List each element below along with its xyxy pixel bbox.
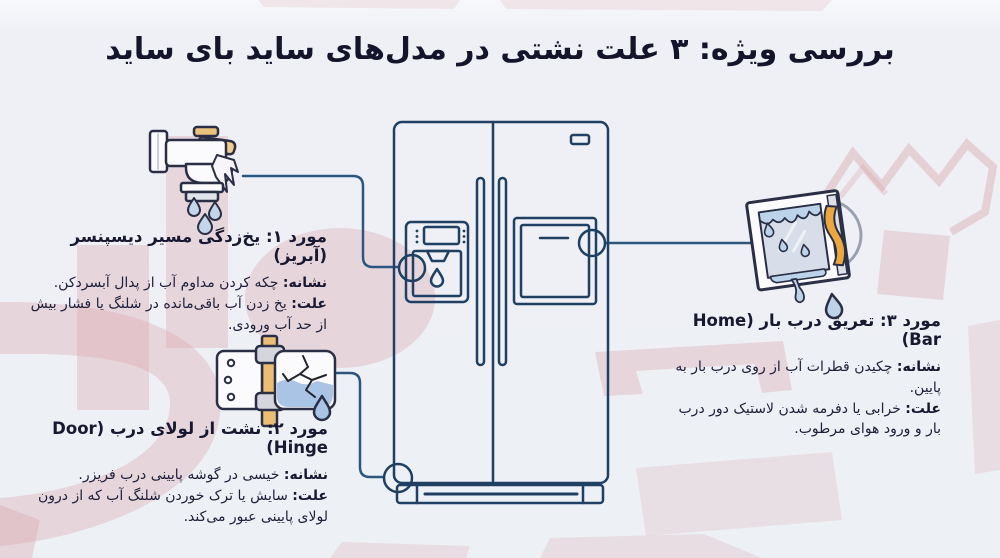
watermark-shape: [245, 228, 435, 368]
crack-lines: [282, 355, 327, 398]
watermark-shape: [330, 542, 470, 558]
watermark-shape: [77, 245, 149, 410]
water-drops: [187, 197, 222, 235]
callout-cause: علت: سایش یا ترک خوردن شلنگ آب که از درو…: [37, 487, 328, 504]
watermark-shape: [500, 0, 832, 11]
ice-icon: [211, 154, 239, 193]
hinge-leak-drop: [312, 394, 332, 422]
watermark-shape: [877, 230, 950, 300]
callout-dispenser: مورد ۱: یخ‌زدگی مسیر دیسپنسر (آبریز) نشا…: [17, 227, 327, 335]
leak-point-markers: [382, 228, 607, 494]
marker-home-bar: [577, 228, 607, 258]
watermark-shape: [636, 452, 842, 536]
watermark-shape: [0, 301, 221, 546]
callout-connectors: [241, 174, 753, 479]
fridge-left-handle: [475, 176, 486, 367]
dispenser-drop-icon: [429, 267, 445, 288]
marker-dispenser: [397, 253, 427, 283]
refrigerator-illustration: [382, 120, 610, 505]
connector-dispenser: [241, 174, 400, 269]
callout-home-bar: مورد ۳: تعریق درب بار (Home Bar) نشانه: …: [659, 311, 941, 440]
fridge-body: [392, 120, 610, 485]
watermark-shape: [595, 341, 792, 396]
faucet-spout: [179, 181, 225, 194]
marker-hinge: [382, 462, 414, 494]
callout-symptom: نشانه: خیسی در گوشه پایینی درب فریزر.: [78, 467, 328, 483]
frozen-dispenser-faucet-icon: [148, 125, 239, 235]
callout-symptom: نشانه: چکیدن قطرات آب از روی درب بار به …: [675, 359, 941, 396]
condensation-water: [757, 202, 823, 225]
faucet-spout-tip: [184, 190, 220, 203]
sweating-home-bar-icon: [745, 189, 863, 320]
condensation-drops: [763, 222, 811, 258]
fridge-base: [395, 483, 605, 505]
page-title: بررسی ویژه: ۳ علت نشتی در مدل‌های ساید ب…: [105, 32, 895, 67]
home-bar-door-arc: [831, 199, 863, 268]
faucet-handle-cap: [192, 125, 220, 138]
door-gasket: [823, 204, 847, 267]
fridge-right-handle: [497, 176, 508, 367]
hinge-screws: [223, 358, 236, 402]
fridge-display: [569, 133, 591, 146]
callout-cause: علت: خرابی یا دفرمه شدن لاستیک دور درب: [678, 400, 942, 417]
callout-cause-cont: لولای پایینی عبور می‌کند.: [183, 508, 328, 525]
callout-heading: مورد ۲: نشت از لولای درب (Door Hinge): [52, 419, 328, 457]
callout-cause-cont: از حد آب ورودی.: [228, 316, 327, 333]
connector-hinge: [335, 371, 385, 479]
callout-cause: علت: یخ زدن آب باقی‌مانده در شلنگ یا فشا…: [30, 295, 327, 312]
callout-heading: مورد ۳: تعریق درب بار (Home Bar): [692, 311, 941, 349]
home-bar-panel: [512, 216, 598, 306]
falling-drop: [824, 292, 844, 320]
watermark-zigzag: [820, 138, 998, 236]
watermark-shape: [540, 534, 762, 558]
callout-heading: مورد ۱: یخ‌زدگی مسیر دیسپنسر (آبریز): [70, 227, 327, 265]
dispenser-panel: [404, 220, 470, 304]
leaking-door-hinge-icon: [215, 334, 337, 428]
watermark-shape: [968, 320, 1000, 474]
dispenser-buttons: [415, 229, 466, 244]
watermark-shape: [258, 0, 460, 9]
callout-door-hinge: مورد ۲: نشت از لولای درب (Door Hinge) نش…: [18, 419, 328, 527]
pooled-water: [769, 268, 827, 284]
callout-symptom: نشانه: چکه کردن مداوم آب از پدال آبسردکن…: [53, 275, 327, 291]
running-drip: [790, 277, 805, 304]
callout-cause-cont: بار و ورود هوای مرطوب.: [794, 421, 941, 438]
watermark-shape: [0, 505, 40, 558]
